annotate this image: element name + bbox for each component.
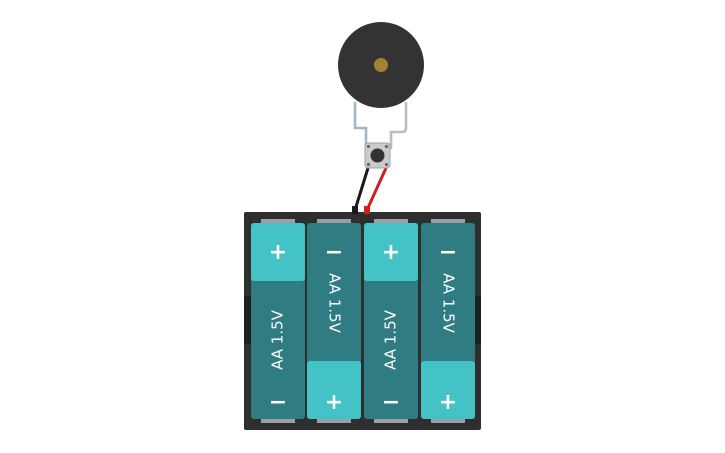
red-terminal bbox=[364, 206, 370, 214]
buzzer-leads bbox=[353, 101, 408, 150]
battery-cell[interactable]: − + AA 1.5V bbox=[307, 219, 361, 423]
bottom-sign: − bbox=[269, 390, 287, 415]
positive-end bbox=[251, 223, 305, 281]
positive-end bbox=[364, 223, 418, 281]
buzzer-center bbox=[374, 58, 388, 72]
button-corner bbox=[384, 162, 389, 167]
button-corner bbox=[384, 144, 389, 149]
cell-label: AA 1.5V bbox=[269, 309, 287, 370]
battery-cell[interactable]: − + AA 1.5V bbox=[421, 219, 475, 423]
bottom-sign: + bbox=[439, 390, 457, 415]
contact-bottom bbox=[317, 419, 351, 423]
contact-bottom bbox=[374, 419, 408, 423]
black-terminal bbox=[352, 206, 358, 214]
pushbutton-icon[interactable] bbox=[364, 142, 391, 169]
cell-label: AA 1.5V bbox=[382, 309, 400, 370]
bottom-sign: + bbox=[325, 390, 343, 415]
contact-top bbox=[261, 219, 295, 223]
top-sign: + bbox=[269, 240, 287, 265]
cell-label: AA 1.5V bbox=[440, 273, 458, 334]
wires bbox=[353, 166, 388, 212]
top-sign: − bbox=[325, 240, 343, 265]
contact-top bbox=[431, 219, 465, 223]
button-cap bbox=[370, 148, 385, 163]
holder-notch-left bbox=[244, 296, 252, 344]
battery-cell[interactable]: + − AA 1.5V bbox=[364, 219, 418, 423]
contact-top bbox=[317, 219, 351, 223]
contact-top bbox=[374, 219, 408, 223]
bottom-sign: − bbox=[382, 390, 400, 415]
buzzer-right-lead[interactable] bbox=[389, 101, 408, 150]
top-sign: + bbox=[382, 240, 400, 265]
positive-end bbox=[307, 361, 361, 419]
contact-bottom bbox=[431, 419, 465, 423]
top-sign: − bbox=[439, 240, 457, 265]
cell-label: AA 1.5V bbox=[326, 273, 344, 334]
button-corner bbox=[366, 162, 371, 167]
positive-end bbox=[421, 361, 475, 419]
contact-bottom bbox=[261, 419, 295, 423]
battery-cells: + − AA 1.5V − + AA 1.5V + − AA 1.5V − + AA 1.5V bbox=[251, 219, 475, 423]
piezo-buzzer-icon[interactable] bbox=[338, 22, 424, 108]
battery-holder[interactable]: + − AA 1.5V − + AA 1.5V + − AA 1.5V − + AA 1.5V bbox=[244, 206, 481, 430]
button-corner bbox=[366, 144, 371, 149]
red-wire[interactable] bbox=[365, 166, 388, 212]
battery-cell[interactable]: + − AA 1.5V bbox=[251, 219, 305, 423]
black-wire[interactable] bbox=[353, 166, 370, 212]
buzzer-left-lead[interactable] bbox=[353, 101, 368, 150]
